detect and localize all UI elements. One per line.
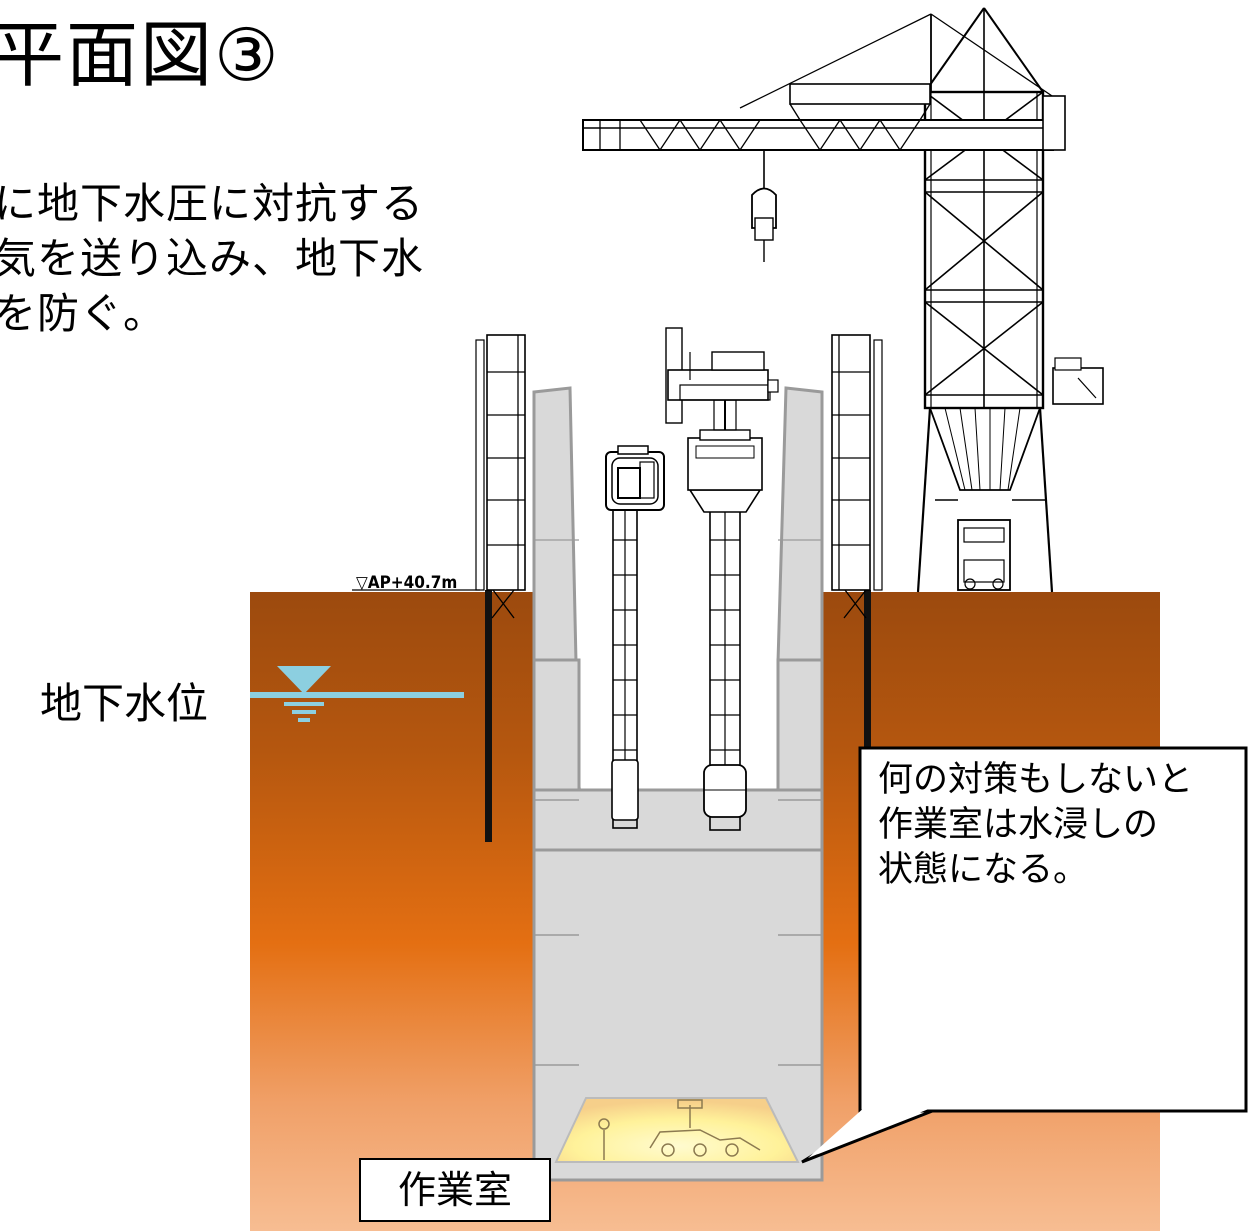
callout-bubble xyxy=(801,746,1248,1164)
ground-level-label: ▽AP+40.7m xyxy=(356,573,457,593)
material-shaft-left xyxy=(605,445,665,829)
tower-crane xyxy=(582,7,1104,593)
callout-text: 何の対策もしないと 作業室は水浸しの 状態になる。 xyxy=(878,760,1194,890)
water-level-triangle-icon xyxy=(250,666,464,722)
sheet-pile-right xyxy=(864,590,871,842)
caisson-body xyxy=(532,386,824,1182)
scaffold-right xyxy=(831,334,883,619)
description-text: に地下水圧に対抗する 気を送り込み、地下水 を防ぐ。 xyxy=(0,179,425,338)
page-title: 平面図③ xyxy=(0,13,281,97)
work-chamber-label: 作業室 xyxy=(397,1168,512,1212)
caisson-slab xyxy=(532,788,824,852)
groundwater-level-label: 地下水位 xyxy=(40,679,209,728)
work-chamber-label-box xyxy=(359,1158,551,1222)
work-chamber xyxy=(554,1097,800,1163)
man-shaft-right xyxy=(665,327,779,831)
sheet-pile-left xyxy=(485,590,492,842)
scaffold-left xyxy=(475,334,526,619)
